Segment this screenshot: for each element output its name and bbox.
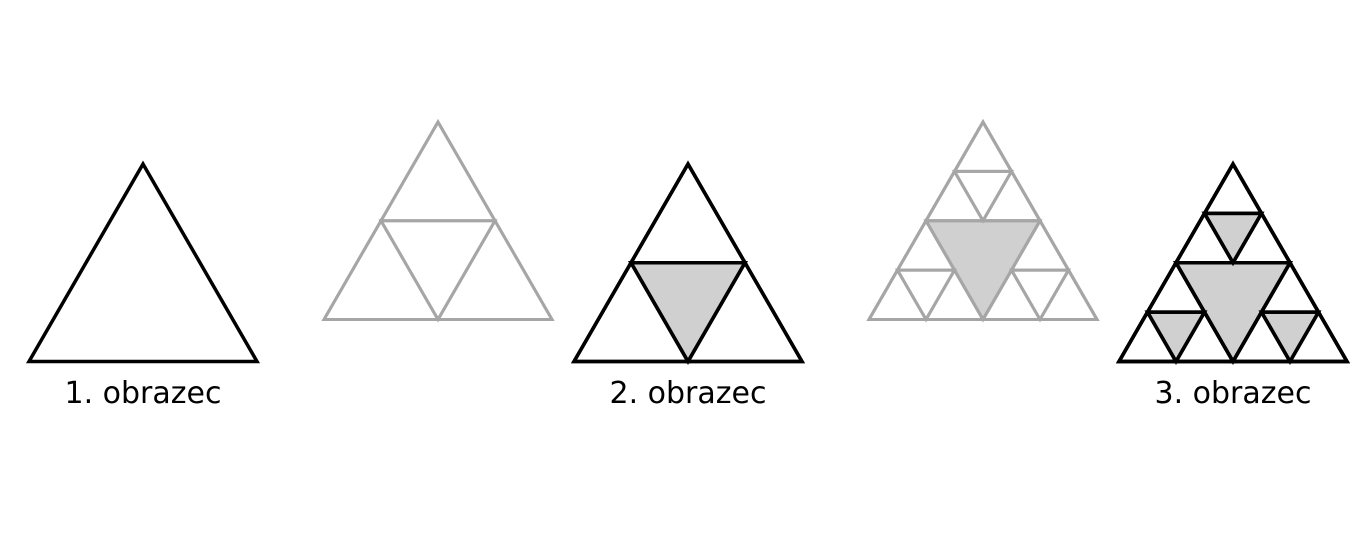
figure-2 (570, 160, 806, 365)
figure-3-ghost-triangle-9 (894, 217, 958, 272)
figure-3-removed-triangle-3 (1201, 211, 1265, 267)
figure-3-triangle-4 (1201, 160, 1265, 216)
figure-2-ghost-triangle-2 (378, 118, 498, 223)
figure-2-ghost-triangle-4 (435, 217, 555, 321)
figure-3-ghost-triangle-6 (980, 168, 1043, 223)
main-layer (25, 160, 1351, 365)
figure-2-removed-triangle-1 (627, 260, 749, 365)
figure-3-ghost-triangle-10 (866, 267, 929, 321)
figure-3-triangle-10 (1115, 308, 1180, 364)
figure-3-triangle-16 (1286, 308, 1351, 364)
figure-2-triangle-3 (570, 259, 692, 364)
figure-3-ghost-middle-triangle-3 (951, 169, 1015, 224)
figure-3-triangle-9 (1144, 259, 1208, 314)
figure-1 (25, 160, 261, 364)
figure-3-ghost-triangle-5 (923, 168, 986, 223)
figure-2-caption: 2. obrazec (609, 376, 767, 411)
ghost-layer (321, 118, 1100, 323)
figure-3-removed-triangle-13 (1258, 310, 1322, 365)
figure-2-triangle-2 (627, 160, 749, 265)
figure-2-ghost-middle-triangle-1 (378, 219, 498, 323)
figure-3-triangle-14 (1258, 259, 1322, 314)
figure-3-triangle-15 (1229, 308, 1294, 364)
figure-1-caption: 1. obrazec (64, 376, 222, 411)
figure-2-ghost (321, 118, 555, 323)
figure-3-ghost-triangle-15 (980, 267, 1043, 321)
figure-3-triangle-6 (1229, 209, 1294, 265)
figure-1-triangle-0 (25, 160, 261, 364)
figure-3-ghost-middle-triangle-13 (1008, 268, 1072, 323)
figure-3-removed-triangle-8 (1144, 310, 1208, 365)
figure-3-ghost-triangle-4 (951, 119, 1015, 173)
figure-2-ghost-triangle-3 (321, 217, 441, 321)
figure-3 (1115, 160, 1351, 365)
figure-2-triangle-4 (684, 259, 806, 364)
figure-3-ghost-triangle-11 (923, 267, 986, 321)
figure-3-ghost-middle-triangle-8 (894, 268, 958, 323)
figure-3-triangle-5 (1172, 209, 1237, 265)
figure-3-ghost-triangle-14 (1008, 217, 1072, 272)
figure-3-ghost-triangle-16 (1037, 267, 1100, 321)
figure-3-triangle-11 (1172, 308, 1237, 364)
figure-3-ghost (866, 118, 1100, 323)
figure-3-caption: 3. obrazec (1154, 376, 1312, 411)
